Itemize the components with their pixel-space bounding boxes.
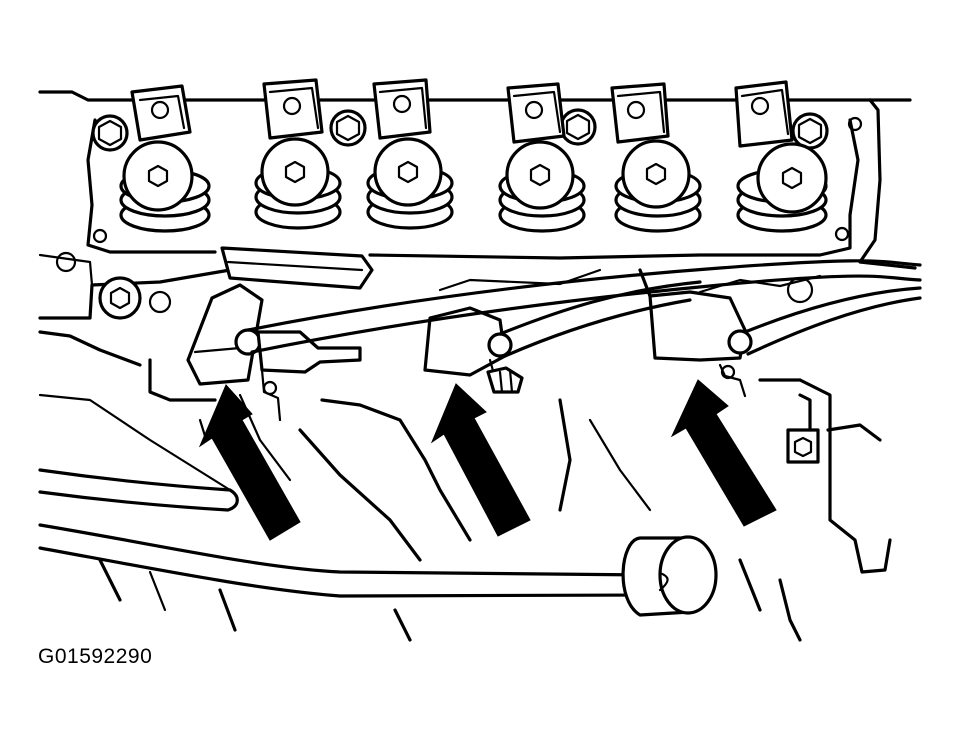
rocker-arm (506, 82, 566, 144)
bolt-icon (559, 108, 597, 146)
arrow-icon (198, 384, 301, 541)
bolt-icon (91, 114, 129, 152)
valve-spring (119, 140, 211, 233)
indicator-arrows (198, 379, 777, 541)
rocker-arm (734, 80, 794, 148)
rocker-arm (610, 82, 670, 144)
arrow-icon (670, 379, 777, 527)
connector-left (186, 283, 362, 422)
figure-id-label: G01592290 (38, 645, 153, 668)
valve-spring (614, 139, 702, 233)
valve-spring (366, 137, 454, 230)
arrow-icon (430, 383, 531, 537)
rocker-arms (130, 78, 794, 148)
rocker-bolts (91, 108, 829, 152)
engine-block (38, 246, 892, 642)
bolt-icon (329, 109, 367, 147)
valve-spring (254, 137, 342, 230)
valve-springs (119, 137, 828, 233)
connector-middle (423, 306, 524, 394)
rocker-arm (372, 78, 432, 140)
wiring-harness (246, 259, 922, 358)
valve-spring (498, 140, 586, 233)
valve-spring (736, 142, 828, 233)
connector-right (648, 290, 753, 398)
rocker-arm (262, 78, 324, 140)
rocker-arm (130, 84, 192, 142)
bolt-icon (791, 112, 829, 150)
lower-pipes (38, 468, 718, 642)
